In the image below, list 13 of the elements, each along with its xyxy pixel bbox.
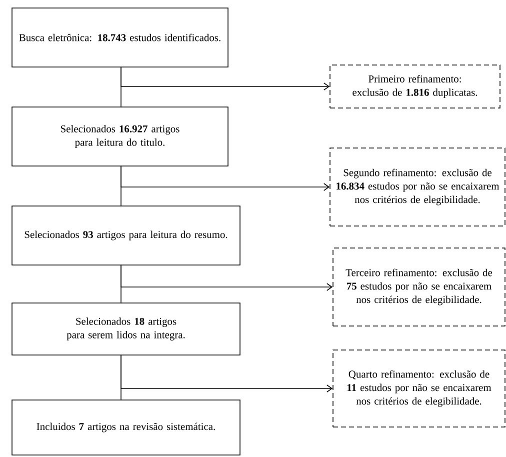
exclusion-box: Segundo refinamento: exclusão de 16.834 estudos por não se encaixarem nos critérios de elegibilidade. [330, 148, 506, 226]
exclusion-box: Primeiro refinamento: exclusão de 1.816 duplicatas. [330, 64, 500, 108]
arrow [120, 355, 333, 392]
process-box: Incluidos 7 artigos na revisão sistemática. [12, 400, 240, 456]
process-box: Busca eletrônica: 18.743 estudos identificados. [12, 8, 228, 68]
exclusion-box: Terceiro refinamento: exclusão de 75 estudos por não se encaixarem nos critérios de elegibilidade. [332, 248, 506, 326]
process-box: Selecionados 16.927 artigos para leitura do titulo. [12, 106, 228, 166]
exclusion-box: Quarto refinamento: exclusão de 11 estudos por não se encaixarem nos critérios de elegibilidade. [332, 350, 506, 428]
arrow [120, 67, 330, 90]
process-box: Selecionados 93 artigos para leitura do resumo. [12, 206, 240, 266]
process-box: Selecionados 18 artigos para serem lidos na integra. [12, 302, 240, 356]
arrow [120, 166, 330, 191]
arrow [120, 265, 333, 291]
